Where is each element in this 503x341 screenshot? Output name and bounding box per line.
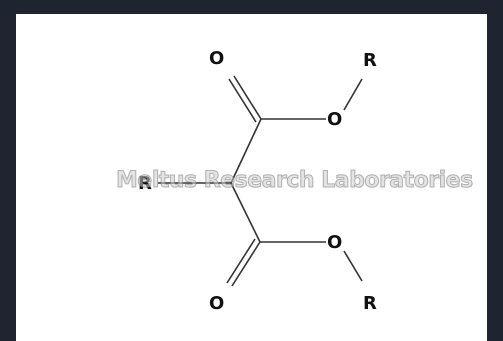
atom-o-top-left: O — [209, 48, 224, 69]
bond-c1-o-double-b — [228, 78, 257, 123]
bond-o-r-top — [343, 78, 363, 111]
atom-r-bottom-right: R — [363, 293, 377, 314]
atom-o-ester-top: O — [327, 109, 342, 130]
bond-c1-o-double-a — [233, 75, 262, 120]
bond-c1-central — [230, 118, 262, 184]
bond-o-r-bottom — [343, 250, 363, 282]
structure-panel: O R O R O O R Meltus Research Laboratori… — [16, 14, 487, 341]
bond-c3-o-double-a — [231, 241, 261, 287]
malonate-ester-structure: O R O R O O R — [138, 48, 377, 314]
bond-c3-o-double-b — [226, 238, 256, 284]
atom-o-ester-bottom: O — [327, 232, 342, 253]
atom-r-top-right: R — [363, 50, 377, 71]
bond-central-c3 — [230, 182, 261, 243]
atom-o-bottom-left: O — [209, 293, 224, 314]
atom-r-side: R — [138, 173, 152, 194]
